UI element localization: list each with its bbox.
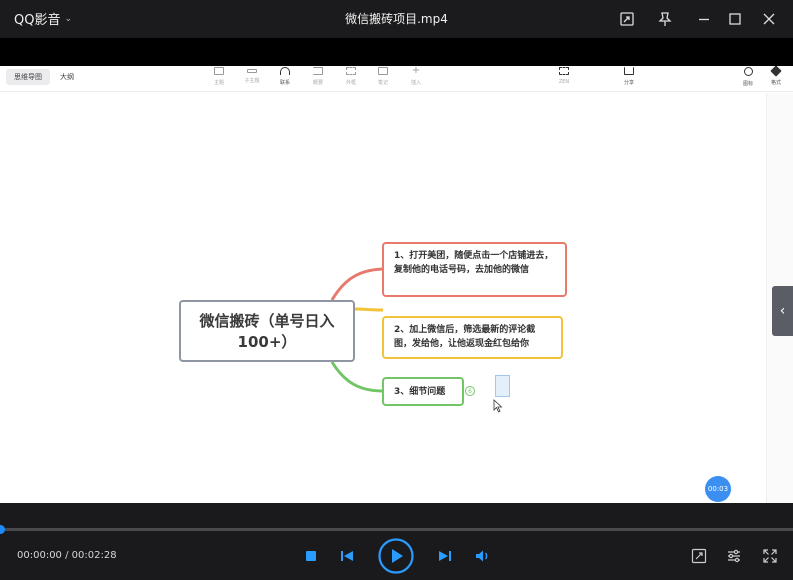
summary-icon [313,67,323,75]
note-icon [378,67,388,75]
pin-on-top-button[interactable] [653,7,677,31]
mouse-cursor-icon [493,399,503,413]
smiley-icon [743,67,753,76]
minimize-icon [699,18,709,21]
seek-thumb[interactable] [0,525,5,534]
volume-button[interactable] [473,546,493,566]
mini-mode-icon [620,12,634,26]
fullscreen-button[interactable] [760,546,780,566]
tool-label: 概要 [312,80,323,86]
stop-button[interactable] [301,546,321,566]
zen-icon [559,67,569,75]
topic-icon [214,67,224,75]
skip-next-icon [439,551,451,561]
tab-mindmap[interactable]: 思维导图 [6,69,50,85]
play-icon [378,538,414,574]
chevron-left-icon: ‹ [779,303,786,319]
seek-bar[interactable] [0,525,793,534]
tool-insert[interactable]: + 插入 [402,66,430,92]
tool-label: 子主题 [244,78,260,84]
pin-icon [658,12,672,26]
mini-mode-button[interactable] [615,7,639,31]
close-icon [763,13,775,25]
next-button[interactable] [435,546,455,566]
panel-collapse-button[interactable]: ‹ [772,286,793,336]
brush-icon [770,66,782,77]
settings-button[interactable] [724,546,744,566]
branch-line-3 [330,361,384,393]
tool-boundary[interactable]: 外框 [337,66,365,92]
skip-previous-icon [341,551,353,561]
play-button[interactable] [378,538,414,574]
subtopic-2[interactable]: 2、加上微信后，筛选最新的评论截图，发给他，让他返现金红包给你 [382,316,563,359]
mindmap-canvas[interactable]: 微信搬砖（单号日入 100+） 1、打开美团，随便点击一个店铺进去，复制他的电话… [0,93,793,503]
tool-label: 笔记 [377,80,388,86]
tool-label: 主题 [213,80,224,86]
tool-relation[interactable]: 联系 [271,66,299,92]
chevron-down-icon: ⌄ [64,13,73,24]
current-time: 00:00:00 [17,550,62,561]
total-time: 00:02:28 [71,550,117,561]
title-bar: QQ影音 ⌄ 微信搬砖项目.mp4 [0,0,793,38]
tool-label: 外框 [345,80,356,86]
tool-label: 图标 [742,81,753,87]
tool-topic[interactable]: 主题 [205,66,233,92]
tool-subtopic[interactable]: 子主题 [238,66,266,92]
subtopic-3[interactable]: 3、细节问题 [382,377,464,406]
relation-icon [280,67,290,75]
tool-label: 联系 [279,80,290,86]
tool-label: 分享 [623,80,634,86]
root-topic-line1: 微信搬砖（单号日入 [199,312,335,330]
previous-button[interactable] [337,546,357,566]
maximize-icon [729,13,741,25]
insert-icon: + [411,66,421,76]
time-separator: / [61,550,72,561]
tool-label: 格式 [770,80,781,86]
tool-summary[interactable]: 概要 [304,66,332,92]
tool-label: 插入 [410,80,421,86]
root-topic-line2: 100+） [237,333,297,351]
share-button[interactable]: 分享 [615,66,643,92]
icon-panel-button[interactable]: 图标 [734,66,762,92]
selection-box [495,375,510,397]
boundary-icon [346,67,356,75]
tool-label: ZEN [558,79,570,85]
root-topic[interactable]: 微信搬砖（单号日入 100+） [179,300,355,362]
letterbox-top [0,38,793,66]
branch-connectors [330,267,384,393]
tool-note[interactable]: 笔记 [369,66,397,92]
maximize-button[interactable] [723,7,747,31]
minimize-button[interactable] [692,7,716,31]
screenshot-button[interactable] [689,546,709,566]
view-tabs: 思维导图 大纲 [6,69,82,85]
mindmap-toolbar: 思维导图 大纲 主题 子主题 联系 概要 外框 笔记 + 插入 [0,66,793,92]
tab-outline[interactable]: 大纲 [60,73,74,81]
branch-line-1 [330,267,384,301]
app-menu-button[interactable]: QQ影音 ⌄ [14,9,72,28]
format-panel-button[interactable]: 格式 [762,66,790,92]
stop-icon [306,551,316,561]
screenshot-icon [691,548,707,564]
subtopic-icon [247,69,257,73]
equalizer-settings-icon [728,549,740,563]
app-brand-label: QQ影音 [14,13,61,28]
expand-collapse-toggle[interactable]: 6 [465,386,475,396]
video-frame[interactable]: 思维导图 大纲 主题 子主题 联系 概要 外框 笔记 + 插入 [0,66,793,503]
branch-line-2 [354,307,384,312]
time-display: 00:00:00 / 00:02:28 [17,550,117,561]
volume-icon [476,550,488,562]
fullscreen-icon [763,549,777,563]
player-control-bar: 00:00:00 / 00:02:28 [0,503,793,580]
timer-badge: 00:03 [705,476,731,502]
share-icon [624,67,634,75]
zen-button[interactable]: ZEN [550,66,578,92]
subtopic-1[interactable]: 1、打开美团，随便点击一个店铺进去，复制他的电话号码，去加他的微信 [382,242,567,297]
close-button[interactable] [757,7,781,31]
